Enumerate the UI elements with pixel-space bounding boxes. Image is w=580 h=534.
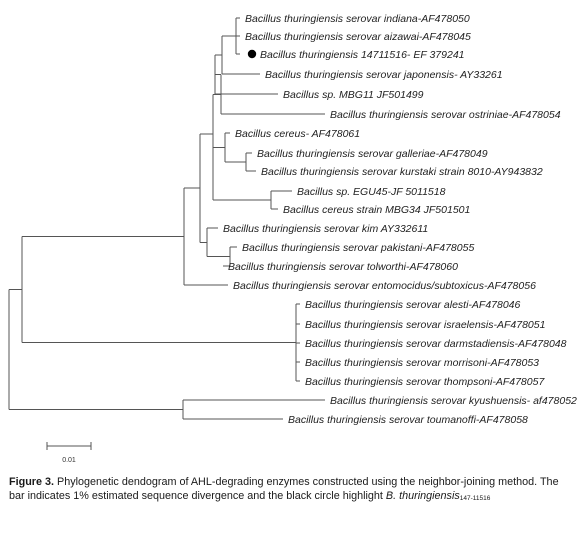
taxon-label: Bacillus thuringiensis serovar thompsoni…	[305, 376, 545, 388]
taxon-label: Bacillus thuringiensis serovar entomocid…	[233, 280, 536, 292]
taxon-label: Bacillus thuringiensis serovar pakistani…	[242, 242, 474, 254]
taxon-label: Bacillus sp. MBG11 JF501499	[283, 89, 424, 101]
taxon-label: Bacillus thuringiensis serovar japonensi…	[265, 69, 503, 81]
figure-label: Figure 3.	[9, 476, 54, 488]
phylogenetic-tree: Bacillus thuringiensis serovar indiana-A…	[8, 13, 577, 464]
taxon-label: Bacillus thuringiensis serovar kim AY332…	[223, 223, 428, 235]
caption-text: Phylogenetic dendogram of AHL-degrading …	[9, 476, 559, 502]
caption-italic-taxon: B. thuringiensis	[385, 489, 460, 502]
highlight-marker	[247, 49, 257, 59]
taxon-label: Bacillus cereus strain MBG34 JF501501	[283, 204, 470, 216]
taxon-label: Bacillus thuringiensis serovar ostriniae…	[330, 109, 561, 121]
taxon-label: Bacillus thuringiensis serovar darmstadi…	[305, 338, 567, 350]
taxon-label: Bacillus thuringiensis serovar kurstaki …	[261, 166, 543, 178]
taxon-label: Bacillus thuringiensis serovar toumanoff…	[288, 414, 528, 426]
taxon-label: Bacillus thuringiensis serovar morrisoni…	[305, 357, 539, 369]
caption-subscript: 147-11516	[459, 494, 491, 502]
taxon-label: Bacillus thuringiensis 14711516- EF 3792…	[260, 49, 465, 61]
taxon-label: Bacillus thuringiensis serovar aizawai-A…	[245, 31, 471, 43]
figure-caption: Figure 3. Phylogenetic dendogram of AHL-…	[9, 476, 571, 505]
taxon-label: Bacillus thuringiensis serovar israelens…	[305, 319, 545, 331]
taxon-label: Bacillus thuringiensis serovar tolworthi…	[228, 261, 458, 273]
taxon-label: Bacillus thuringiensis serovar indiana-A…	[245, 13, 470, 25]
taxon-label: Bacillus cereus- AF478061	[235, 128, 360, 140]
taxon-label: Bacillus thuringiensis serovar kyushuens…	[330, 395, 577, 407]
taxon-label: Bacillus thuringiensis serovar alesti-AF…	[305, 299, 521, 311]
taxon-label: Bacillus thuringiensis serovar galleriae…	[257, 148, 488, 160]
scale-bar-label: 0.01	[62, 457, 76, 464]
taxon-label: Bacillus sp. EGU45-JF 5011518	[297, 186, 446, 198]
